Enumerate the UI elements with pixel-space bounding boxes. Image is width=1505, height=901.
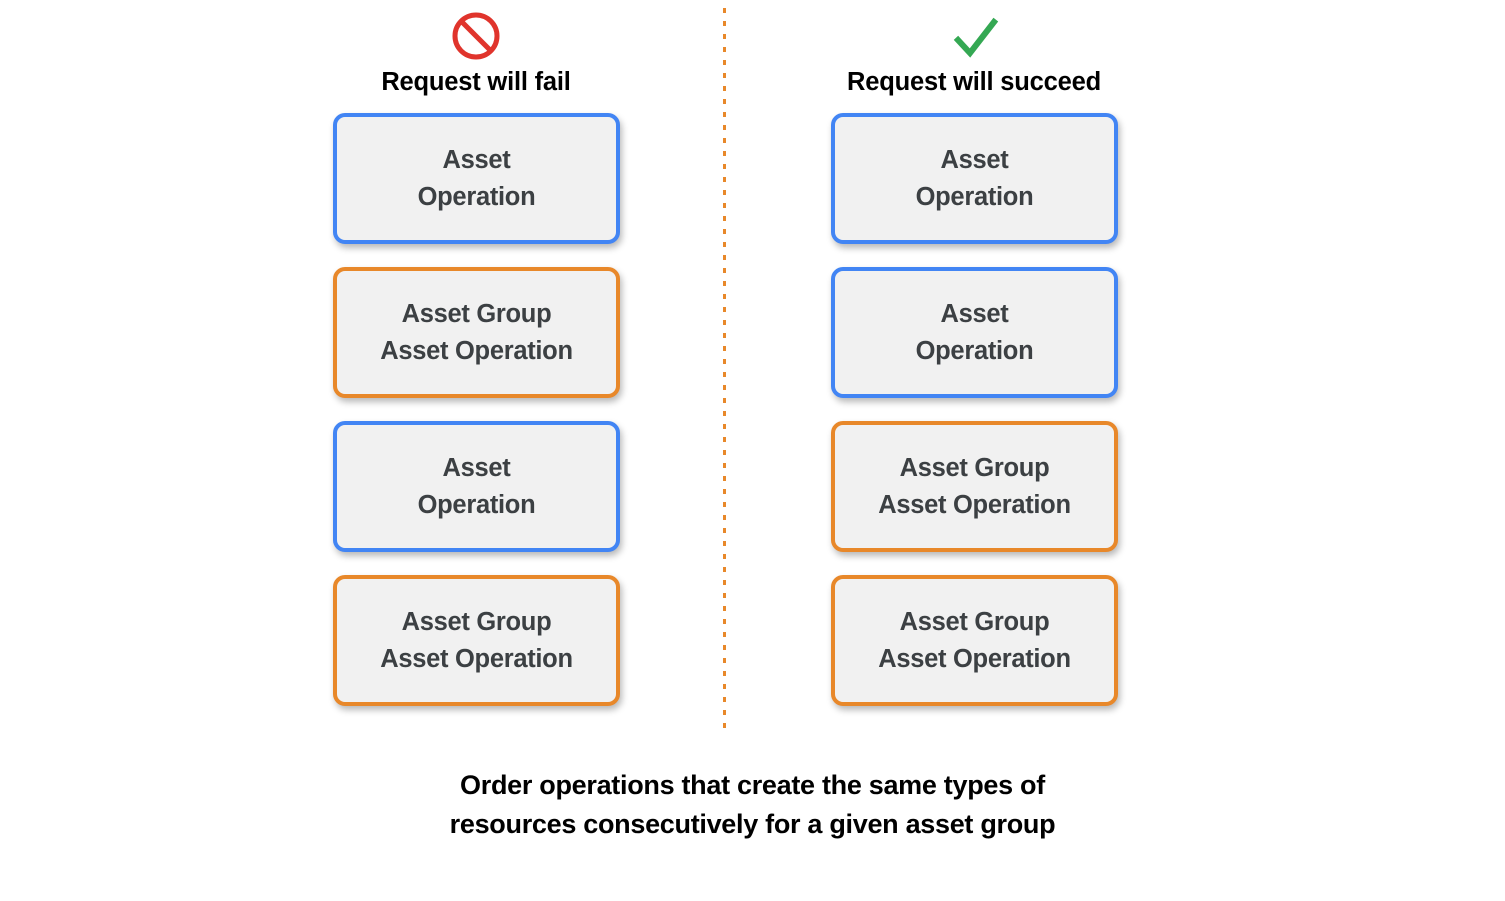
card-label: Asset Group Asset Operation xyxy=(380,300,573,365)
card-label: Asset Group Asset Operation xyxy=(878,608,1071,673)
diagram-caption: Order operations that create the same ty… xyxy=(449,770,1056,839)
column-header-succeed: Request will succeed xyxy=(814,8,1134,96)
card-asset-group-asset-operation[interactable]: Asset Group Asset Operation xyxy=(333,575,620,706)
card-asset-group-asset-operation[interactable]: Asset Group Asset Operation xyxy=(831,575,1118,706)
prohibition-icon xyxy=(452,12,500,60)
card-stack-succeed: Asset Operation Asset Operation Asset Gr… xyxy=(831,113,1118,729)
column-header-fail: Request will fail xyxy=(316,8,636,96)
column-title-succeed: Request will succeed xyxy=(847,68,1101,96)
card-stack-fail: Asset Operation Asset Group Asset Operat… xyxy=(333,113,620,729)
checkmark-icon xyxy=(953,17,999,58)
card-label: Asset Operation xyxy=(417,146,536,211)
column-divider xyxy=(723,8,726,736)
card-asset-group-asset-operation[interactable]: Asset Group Asset Operation xyxy=(831,421,1118,552)
card-asset-group-asset-operation[interactable]: Asset Group Asset Operation xyxy=(333,267,620,398)
card-asset-operation[interactable]: Asset Operation xyxy=(333,113,620,244)
column-title-fail: Request will fail xyxy=(381,68,571,96)
card-label: Asset Operation xyxy=(915,300,1034,365)
card-asset-operation[interactable]: Asset Operation xyxy=(333,421,620,552)
card-label: Asset Operation xyxy=(915,146,1034,211)
card-label: Asset Operation xyxy=(417,454,536,519)
card-label: Asset Group Asset Operation xyxy=(380,608,573,673)
card-label: Asset Group Asset Operation xyxy=(878,454,1071,519)
card-asset-operation[interactable]: Asset Operation xyxy=(831,267,1118,398)
card-asset-operation[interactable]: Asset Operation xyxy=(831,113,1118,244)
